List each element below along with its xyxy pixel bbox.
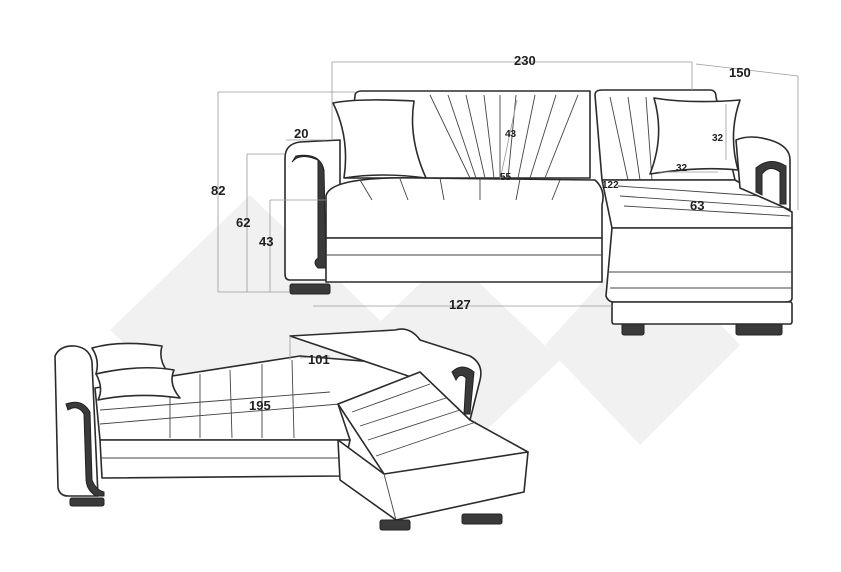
label-arm-height: 62 <box>236 215 250 230</box>
pillow-right <box>649 97 741 175</box>
right-arm-trim <box>755 161 787 205</box>
foot <box>69 497 105 507</box>
foot <box>461 513 503 525</box>
sofa-bed-view <box>54 328 529 531</box>
back-stitching <box>429 94 653 181</box>
foot <box>379 519 411 531</box>
bed-back <box>289 328 482 421</box>
label-pillow-width: 32 <box>676 163 688 174</box>
bed-chaise-stitching <box>351 383 477 457</box>
seat-base <box>325 237 603 283</box>
label-chaise-length: 122 <box>602 180 619 191</box>
chaise-seat <box>601 179 793 229</box>
label-chaise-width: 63 <box>690 198 704 213</box>
chaise-base <box>605 227 793 303</box>
bed-dimension-lines <box>289 336 331 360</box>
label-chaise-depth: 150 <box>729 65 751 80</box>
dimension-labels: 230 150 20 82 62 43 43 55 122 32 32 63 1… <box>211 53 751 413</box>
label-seat-depth: 55 <box>500 172 512 183</box>
sofa-front-view <box>284 89 793 336</box>
label-bed-depth: 101 <box>308 352 330 367</box>
label-sofa-depth: 127 <box>449 297 471 312</box>
label-total-height: 82 <box>211 183 225 198</box>
label-arm-width: 20 <box>294 126 308 141</box>
left-arm-trim <box>291 154 327 269</box>
foot <box>289 283 331 295</box>
front-dimension-lines <box>217 61 799 307</box>
label-back-cushion: 43 <box>505 129 517 140</box>
label-total-width: 230 <box>514 53 536 68</box>
seat-stitching <box>359 177 561 201</box>
label-seat-height: 43 <box>259 234 273 249</box>
bed-pillow-front <box>95 366 181 401</box>
bed-left-arm-trim <box>65 401 105 497</box>
seat-cushion <box>325 177 604 239</box>
chaise-stitching <box>617 185 791 217</box>
bed-base <box>99 439 351 479</box>
pillow-left <box>332 99 427 179</box>
label-pillow-height: 32 <box>712 133 724 144</box>
label-bed-width: 195 <box>249 398 271 413</box>
